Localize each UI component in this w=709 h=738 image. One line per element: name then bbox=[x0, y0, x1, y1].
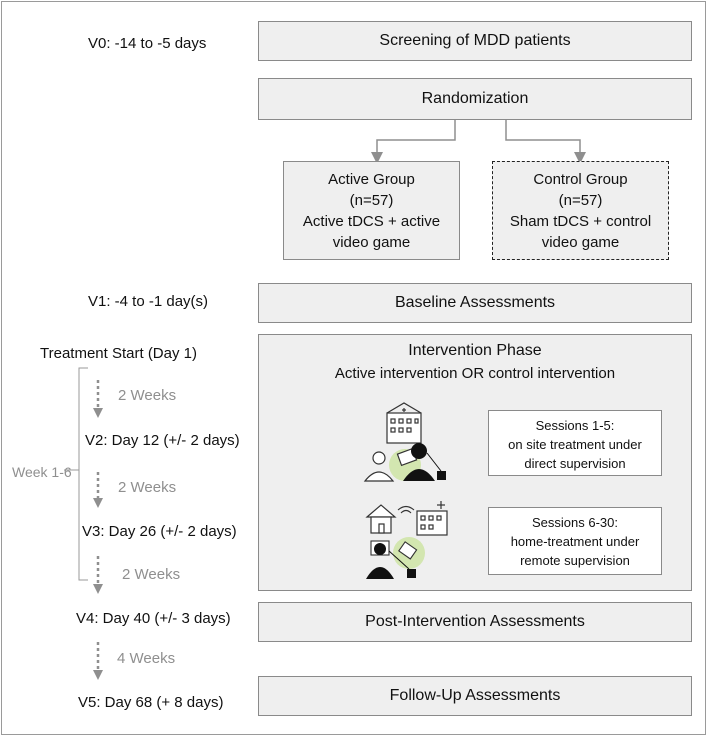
baseline-box: Baseline Assessments bbox=[258, 283, 692, 323]
control-group-n: (n=57) bbox=[558, 191, 603, 209]
interval-label-4: 4 Weeks bbox=[117, 650, 176, 667]
post-intervention-box: Post-Intervention Assessments bbox=[258, 602, 692, 642]
randomization-text: Randomization bbox=[421, 90, 529, 107]
hospital-icon bbox=[386, 402, 422, 444]
interval-label-1: 2 Weeks bbox=[118, 387, 177, 404]
active-group-treatment: Active tDCS + active bbox=[302, 212, 441, 230]
wifi-icon bbox=[397, 505, 415, 514]
hospital-icon bbox=[416, 501, 448, 536]
visit-label-v4: V4: Day 40 (+/- 3 days) bbox=[76, 610, 231, 627]
sessions-1-5-line3: direct supervision bbox=[524, 456, 626, 471]
tablet-icon bbox=[398, 541, 418, 560]
followup-box: Follow-Up Assessments bbox=[258, 676, 692, 716]
control-group-treatment: Sham tDCS + control bbox=[509, 212, 652, 230]
sessions-6-30-title: Sessions 6-30: bbox=[532, 515, 618, 530]
week-bracket bbox=[78, 367, 88, 581]
active-group-box: Active Group (n=57) Active tDCS + active… bbox=[283, 161, 460, 260]
sessions-6-30-line3: remote supervision bbox=[520, 553, 630, 568]
active-group-title: Active Group bbox=[328, 170, 415, 188]
active-group-n: (n=57) bbox=[349, 191, 394, 209]
home-illustration bbox=[365, 501, 448, 579]
home-icon bbox=[365, 504, 397, 534]
randomization-box: Randomization bbox=[258, 78, 692, 120]
control-group-title: Control Group bbox=[533, 170, 628, 188]
visit-label-v2: V2: Day 12 (+/- 2 days) bbox=[85, 432, 240, 449]
baseline-text: Baseline Assessments bbox=[394, 294, 556, 311]
screening-text: Screening of MDD patients bbox=[379, 32, 571, 49]
split-arrow-active bbox=[371, 120, 456, 164]
treatment-start-label: Treatment Start (Day 1) bbox=[40, 345, 197, 362]
electrode-icon bbox=[388, 550, 416, 578]
active-group-game: video game bbox=[332, 233, 411, 251]
electrode-icon bbox=[426, 452, 446, 480]
doctor-icon bbox=[363, 451, 395, 482]
intervention-title: Intervention Phase bbox=[408, 342, 542, 359]
intervention-phase-box: Intervention Phase Active intervention O… bbox=[258, 334, 692, 591]
visit-label-v1: V1: -4 to -1 day(s) bbox=[88, 293, 209, 310]
intervention-subtitle: Active intervention OR control intervent… bbox=[334, 365, 616, 382]
week-bracket-label: Week 1-6 bbox=[12, 464, 72, 480]
sessions-6-30-box: Sessions 6-30: home-treatment under remo… bbox=[488, 507, 662, 575]
sessions-1-5-line2: on site treatment under bbox=[508, 437, 642, 452]
control-group-game: video game bbox=[541, 233, 620, 251]
onsite-illustration bbox=[363, 402, 446, 482]
patient-icon bbox=[366, 540, 394, 579]
visit-label-v3: V3: Day 26 (+/- 2 days) bbox=[82, 523, 237, 540]
post-intervention-text: Post-Intervention Assessments bbox=[365, 613, 585, 630]
control-group-box: Control Group (n=57) Sham tDCS + control… bbox=[492, 161, 669, 260]
screening-box: Screening of MDD patients bbox=[258, 21, 692, 61]
sessions-1-5-title: Sessions 1-5: bbox=[535, 418, 615, 433]
split-arrow-control bbox=[505, 120, 586, 164]
sessions-1-5-box: Sessions 1-5: on site treatment under di… bbox=[488, 410, 662, 476]
interval-label-2: 2 Weeks bbox=[118, 479, 177, 496]
followup-text: Follow-Up Assessments bbox=[389, 687, 561, 704]
visit-label-v5: V5: Day 68 (+ 8 days) bbox=[78, 694, 224, 711]
sessions-6-30-line2: home-treatment under bbox=[510, 534, 640, 549]
visit-label-v0: V0: -14 to -5 days bbox=[88, 35, 207, 52]
patient-icon bbox=[403, 443, 435, 481]
interval-label-3: 2 Weeks bbox=[122, 566, 181, 583]
